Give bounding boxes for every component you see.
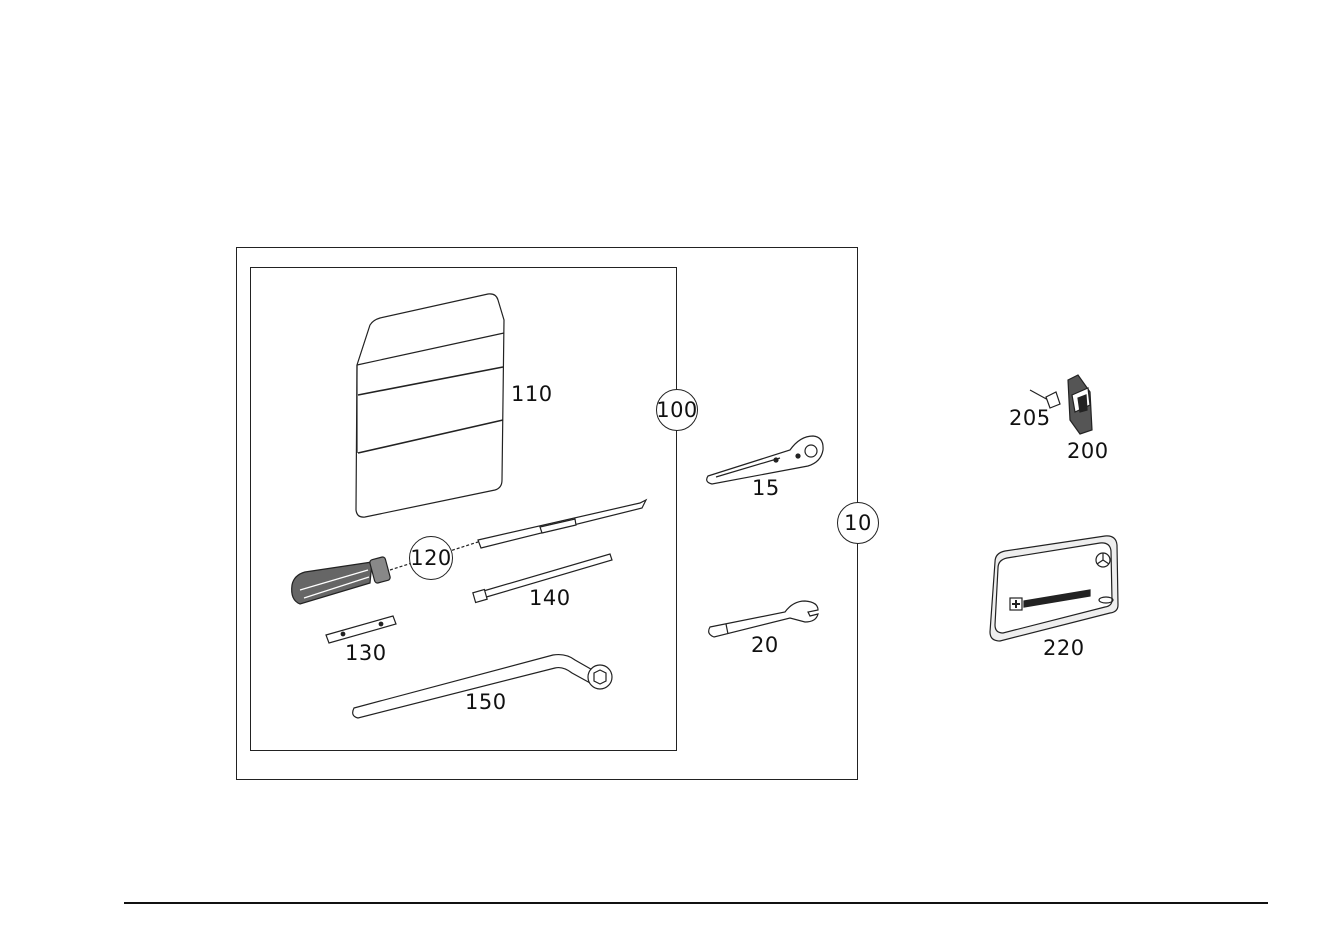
callout-150: 150	[465, 690, 507, 714]
callout-100: 100	[656, 397, 698, 422]
screwdriver-illustration	[291, 498, 648, 605]
callout-110: 110	[511, 382, 553, 406]
callout-20: 20	[751, 633, 779, 657]
ratchet-illustration	[706, 435, 824, 485]
callout-100-circle: 100	[656, 389, 698, 431]
extension-bar-illustration	[472, 553, 613, 604]
callout-10: 10	[844, 510, 872, 535]
wheel-wrench-illustration	[352, 653, 613, 719]
socket-spanner-illustration	[708, 600, 819, 638]
callout-130: 130	[345, 641, 387, 665]
tool-bag-illustration	[355, 293, 505, 518]
callout-200: 200	[1067, 439, 1109, 463]
callout-140: 140	[529, 586, 571, 610]
first-aid-kit-illustration	[989, 535, 1119, 642]
callout-120: 120	[410, 545, 452, 570]
callout-120-circle: 120	[409, 536, 453, 580]
tool-kit-frame	[236, 247, 858, 780]
callout-220: 220	[1043, 636, 1085, 660]
bracket-clip-illustration	[1029, 374, 1093, 435]
callout-15: 15	[752, 476, 780, 500]
callout-10-circle: 10	[837, 502, 879, 544]
callout-205: 205	[1009, 406, 1051, 430]
tool-bag-frame	[250, 267, 677, 751]
footer-rule	[124, 902, 1268, 904]
tommy-bar-illustration	[325, 615, 397, 644]
